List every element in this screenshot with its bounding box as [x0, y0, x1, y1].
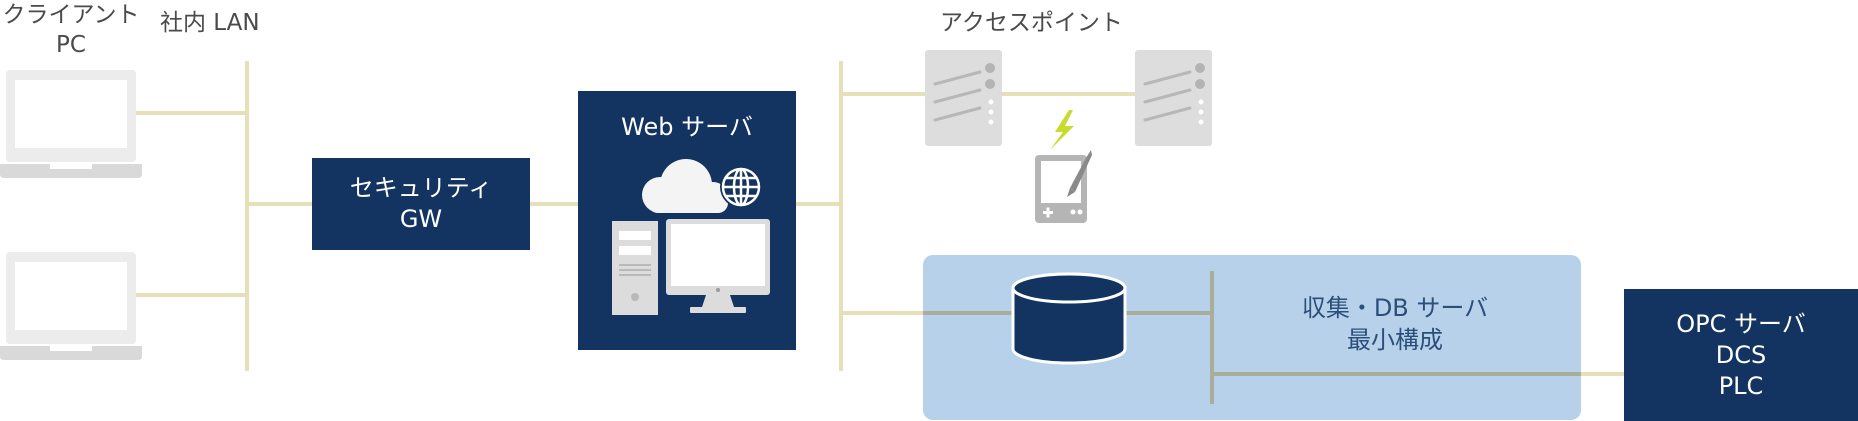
collection-db-label-line: 収集・DB サーバ	[1301, 294, 1489, 322]
client-pc-label: クライアント PC	[0, 0, 142, 60]
web-server-illustration	[612, 159, 770, 315]
opc-server-label-line: PLC	[1718, 371, 1764, 400]
laptop-icon	[0, 252, 142, 360]
monitor-icon	[666, 219, 770, 313]
web-server-box: Web サーバ	[578, 91, 796, 350]
client-pc-label-line: クライアント	[2, 2, 140, 28]
collection-db-label-line: 最小構成	[1347, 326, 1443, 354]
collection-db-server-label: 収集・DB サーバ 最小構成	[1240, 292, 1550, 356]
opc-server-box: OPC サーバ DCS PLC	[1624, 289, 1858, 421]
connection-lines	[136, 61, 1624, 376]
cloud-icon	[642, 159, 728, 213]
security-gateway-box: セキュリティ GW	[312, 158, 530, 250]
lan-label: 社内 LAN	[160, 10, 260, 36]
laptop-icon	[0, 70, 142, 178]
opc-server-label-line: OPC サーバ	[1676, 309, 1806, 338]
security-gateway-label-line: GW	[399, 205, 443, 233]
client-pc-label-line: PC	[56, 32, 86, 58]
access-point-icon	[925, 50, 1002, 146]
region-lines	[923, 271, 1581, 404]
globe-icon	[720, 166, 762, 208]
security-gateway-label-line: セキュリティ	[349, 174, 493, 202]
tower-computer-icon	[612, 221, 658, 315]
database-icon	[1011, 272, 1127, 365]
lightning-bolt-icon	[1050, 110, 1074, 150]
web-server-label: Web サーバ	[621, 113, 753, 141]
access-point-label: アクセスポイント	[940, 10, 1123, 36]
handheld-tablet-icon	[1035, 150, 1092, 223]
opc-server-label-line: DCS	[1715, 340, 1767, 369]
access-point-icon	[1135, 50, 1212, 146]
